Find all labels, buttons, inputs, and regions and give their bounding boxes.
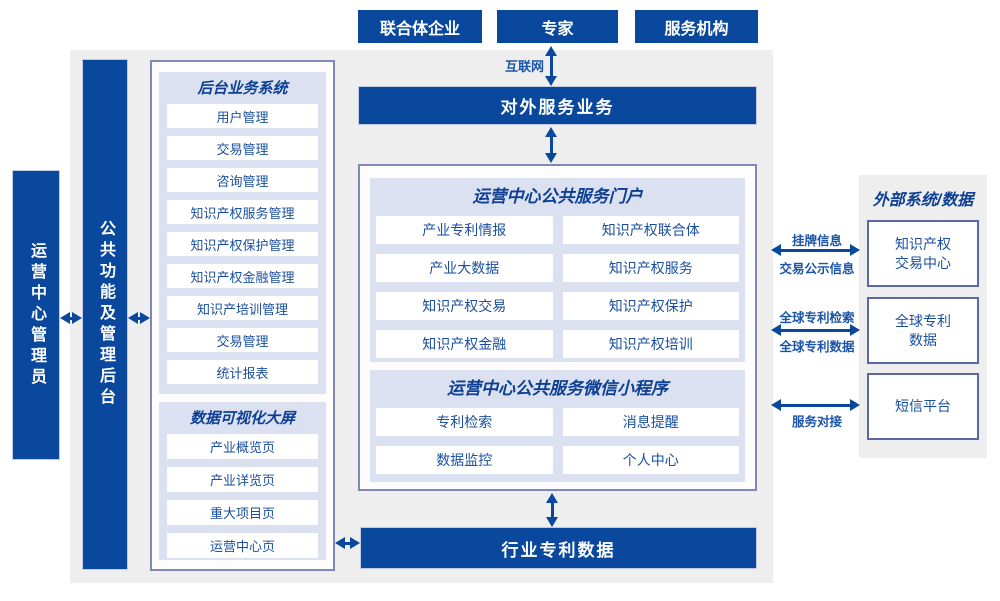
dashboard-title: 数据可视化大屏 (189, 410, 295, 427)
actor-experts: 专家 (497, 10, 618, 43)
arrow-portal-to-industry-data (546, 493, 558, 527)
external-system-ip-trade-center: 知识产权 交易中心 (867, 220, 979, 287)
external-system-sms-platform: 短信平台 (867, 373, 979, 440)
portal-item: 知识产权联合体 (562, 216, 739, 244)
arrow-to-sms-platform (771, 399, 860, 411)
dashboard-item-list: 产业概览页 产业详览页 重大项目页 运营中心页 (159, 434, 326, 558)
miniapp-item-grid: 专利检索 消息提醒 数据监控 个人中心 (376, 408, 739, 474)
actor-label: 服务机构 (664, 20, 729, 38)
external-service-bar: 对外服务业务 (358, 86, 757, 125)
miniapp-item: 消息提醒 (562, 408, 739, 436)
portal-item: 知识产权交易 (376, 292, 553, 320)
ops-admin-rail: 运营中心管理员 (12, 170, 60, 460)
dashboard-item: 产业概览页 (167, 434, 318, 459)
miniapp-panel: 运营中心公共服务微信小程序 专利检索 消息提醒 数据监控 个人中心 (370, 370, 745, 482)
link-label-listing-info: 挂牌信息 (791, 234, 842, 248)
portal-item: 产业大数据 (376, 254, 553, 282)
backend-item: 用户管理 (167, 104, 318, 128)
portal-item: 产业专利情报 (376, 216, 553, 244)
left-system-container: 后台业务系统 用户管理 交易管理 咨询管理 知识产权服务管理 知识产权保护管理 … (150, 60, 335, 571)
link-label-trade-notice: 交易公示信息 (779, 262, 855, 276)
backend-item: 咨询管理 (167, 168, 318, 192)
external-system-global-patent-data: 全球专利 数据 (867, 297, 979, 364)
backend-mgmt-rail: 公共功能及管理后台 (82, 59, 128, 570)
miniapp-item: 数据监控 (376, 446, 553, 474)
arrow-admin-to-mgmt (60, 312, 82, 324)
link-label-global-data: 全球专利数据 (779, 340, 855, 354)
backend-system-title: 后台业务系统 (197, 80, 288, 97)
ops-admin-label: 运营中心管理员 (28, 241, 45, 389)
dashboard-item: 重大项目页 (167, 500, 318, 525)
backend-item: 知识产权服务管理 (167, 200, 318, 224)
arrow-mgmt-to-backend (128, 312, 150, 324)
portal-panel: 运营中心公共服务门户 产业专利情报 知识产权联合体 产业大数据 知识产权服务 知… (370, 178, 745, 362)
arrow-dashboard-to-industry-data (335, 537, 360, 549)
backend-item: 知识产权保护管理 (167, 232, 318, 256)
link-label-service-dock: 服务对接 (791, 415, 842, 429)
portal-title: 运营中心公共服务门户 (472, 187, 643, 206)
link-label-global-search: 全球专利检索 (779, 311, 855, 325)
backend-item: 知识产培训管理 (167, 296, 318, 320)
arrow-to-global-patent-data (771, 324, 860, 336)
external-systems-title: 外部系统/数据 (872, 192, 974, 209)
backend-item: 交易管理 (167, 136, 318, 160)
portal-item: 知识产权保护 (562, 292, 739, 320)
internet-label: 互联网 (504, 59, 544, 74)
miniapp-title: 运营中心公共服务微信小程序 (447, 379, 668, 398)
external-service-label: 对外服务业务 (500, 98, 615, 117)
arrow-service-to-portal (545, 127, 557, 163)
portal-item: 知识产权培训 (562, 330, 739, 358)
dashboard-item: 运营中心页 (167, 533, 318, 558)
industry-patent-data-bar: 行业专利数据 (360, 527, 757, 569)
actor-label: 专家 (541, 20, 574, 38)
arrow-to-ip-trade-center (771, 244, 860, 256)
backend-mgmt-label: 公共功能及管理后台 (97, 220, 114, 409)
arrow-internet (545, 46, 557, 86)
backend-item-list: 用户管理 交易管理 咨询管理 知识产权服务管理 知识产权保护管理 知识产权金融管… (159, 104, 326, 384)
backend-item: 知识产权金融管理 (167, 264, 318, 288)
actor-service-orgs: 服务机构 (635, 10, 758, 43)
portal-item: 知识产权金融 (376, 330, 553, 358)
dashboard-panel: 数据可视化大屏 产业概览页 产业详览页 重大项目页 运营中心页 (159, 402, 326, 560)
backend-system-panel: 后台业务系统 用户管理 交易管理 咨询管理 知识产权服务管理 知识产权保护管理 … (159, 72, 326, 394)
center-service-container: 运营中心公共服务门户 产业专利情报 知识产权联合体 产业大数据 知识产权服务 知… (358, 164, 757, 491)
backend-item: 交易管理 (167, 328, 318, 352)
backend-item: 统计报表 (167, 360, 318, 384)
dashboard-item: 产业详览页 (167, 467, 318, 492)
actor-label: 联合体企业 (379, 20, 460, 38)
miniapp-item: 专利检索 (376, 408, 553, 436)
portal-item: 知识产权服务 (562, 254, 739, 282)
portal-item-grid: 产业专利情报 知识产权联合体 产业大数据 知识产权服务 知识产权交易 知识产权保… (376, 216, 739, 358)
actor-consortium-enterprises: 联合体企业 (358, 10, 482, 43)
miniapp-item: 个人中心 (562, 446, 739, 474)
industry-patent-data-label: 行业专利数据 (501, 540, 616, 560)
